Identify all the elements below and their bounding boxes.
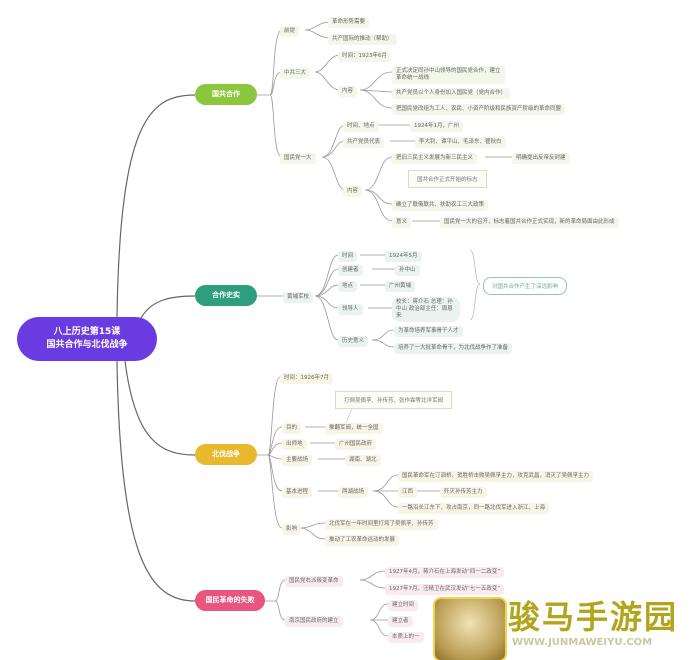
- node[interactable]: 把旧三民主义发展为新三民主义: [392, 153, 478, 164]
- branch-facts[interactable]: 合作史实: [195, 285, 257, 306]
- watermark-title: 骏马手游园: [508, 598, 679, 636]
- node-premise[interactable]: 前提: [280, 26, 300, 37]
- node[interactable]: 主要战场: [282, 455, 313, 466]
- node[interactable]: 推翻军阀，统一全国: [325, 423, 383, 434]
- watermark-url: WWW.JUNMAWEIYU.COM: [512, 637, 653, 648]
- node[interactable]: 为革命培养军事骨干人才: [394, 326, 463, 337]
- node[interactable]: 建立者: [388, 616, 413, 627]
- watermark-horse-logo: [433, 597, 507, 660]
- root-topic[interactable]: 八上历史第15课 国共合作与北伐战争: [17, 317, 157, 361]
- branch-coop[interactable]: 国共合作: [195, 84, 257, 105]
- node[interactable]: 一路沿长江东下，攻占南京，同一路北伐军进入浙江、上海: [398, 503, 550, 514]
- branch-fail[interactable]: 国民革命的失败: [195, 590, 265, 611]
- node[interactable]: 两湖战场: [338, 487, 369, 498]
- node-school[interactable]: 黄埔军校: [283, 292, 314, 303]
- node[interactable]: 1924年1月，广州: [410, 121, 463, 132]
- branch-north[interactable]: 北伐战争: [195, 444, 257, 465]
- node[interactable]: 国民党一大的召开，标志着国共合作正式实现，新的革命局面由此形成: [440, 217, 619, 228]
- node[interactable]: 推动了工农革命运动的发展: [325, 535, 400, 546]
- root-title-line1: 八上历史第15课: [53, 327, 121, 337]
- node[interactable]: 明确提出反帝反封建: [512, 153, 570, 164]
- node[interactable]: 正式决定同孙中山领导的国民党合作，建立革命统一战线: [392, 66, 505, 84]
- node[interactable]: 校长：蒋介石 总理：孙中山 政治部主任：周恩来: [392, 297, 460, 322]
- callout-note: 打倒吴佩孚、孙传芳、张作霖等北洋军阀: [335, 391, 453, 409]
- node[interactable]: 广州黄埔: [385, 281, 416, 292]
- node[interactable]: 时间：1923年6月: [338, 51, 391, 62]
- node[interactable]: 共产党员以个人身份加入国民党（党内合作）: [392, 88, 511, 99]
- node[interactable]: 把国民党改组为工人、农民、小资产阶级和民族资产阶级的革命同盟: [392, 104, 566, 115]
- node[interactable]: 领导人: [338, 304, 363, 315]
- root-title-line2: 国共合作与北伐战争: [46, 340, 128, 350]
- node[interactable]: 培养了一大批革命骨干，为北伐战争作了准备: [394, 343, 513, 354]
- node[interactable]: 歼灭孙传芳主力: [440, 487, 487, 498]
- node[interactable]: 革命形势需要: [328, 17, 370, 28]
- callout-note: 国共合作正式开始的标志: [408, 170, 487, 188]
- node[interactable]: 共产党员代表: [343, 137, 385, 148]
- node[interactable]: 江西: [398, 487, 418, 498]
- node-ccp3[interactable]: 中共三大: [280, 68, 311, 79]
- node[interactable]: 影响: [282, 524, 302, 535]
- node[interactable]: 内容: [343, 186, 363, 197]
- node[interactable]: 广州国民政府: [335, 439, 377, 450]
- node[interactable]: 湖南、湖北: [345, 455, 381, 466]
- node[interactable]: 1927年4月，蒋介石在上海发动“四一二政变”: [385, 567, 505, 578]
- node[interactable]: 孙中山: [395, 265, 420, 276]
- node[interactable]: 国民党右派叛变革命: [285, 576, 343, 587]
- callout-note: 对国共合作产生了深远影响: [483, 277, 568, 295]
- node[interactable]: 时间: [338, 251, 358, 262]
- node[interactable]: 意义: [392, 217, 412, 228]
- node[interactable]: 北伐军在一年时间里打垮了吴佩孚、孙传芳: [325, 519, 438, 530]
- node[interactable]: 时间：1926年7月: [280, 373, 333, 384]
- node[interactable]: 时间、地点: [343, 121, 379, 132]
- node[interactable]: 建立时间: [388, 600, 419, 611]
- node[interactable]: 地点: [338, 281, 358, 292]
- node[interactable]: 国民革命军在汀泗桥、贺胜桥击败吴佩孚主力，攻克武昌，消灭了吴佩孚主力: [398, 471, 594, 482]
- node[interactable]: 基本进程: [282, 487, 313, 498]
- node[interactable]: 确立了联俄联共、扶助农工三大政策: [392, 200, 489, 211]
- node[interactable]: 1927年7月，汪精卫在武汉发动“七一五政变”: [385, 584, 505, 595]
- node[interactable]: 创建者: [338, 265, 363, 276]
- node[interactable]: 本质上的一: [388, 632, 424, 643]
- node[interactable]: 出师地: [282, 439, 307, 450]
- node[interactable]: 南京国民政府的建立: [285, 616, 343, 627]
- node[interactable]: 李大钊、谭平山、毛泽东、瞿秋白: [415, 137, 506, 148]
- node[interactable]: 历史意义: [338, 336, 369, 347]
- node[interactable]: 共产国际的推动（帮助）: [328, 34, 397, 45]
- node-kmt1[interactable]: 国民党一大: [280, 153, 316, 164]
- node[interactable]: 1924年5月: [385, 251, 422, 262]
- node[interactable]: 内容: [338, 86, 358, 97]
- node[interactable]: 目的: [282, 423, 302, 434]
